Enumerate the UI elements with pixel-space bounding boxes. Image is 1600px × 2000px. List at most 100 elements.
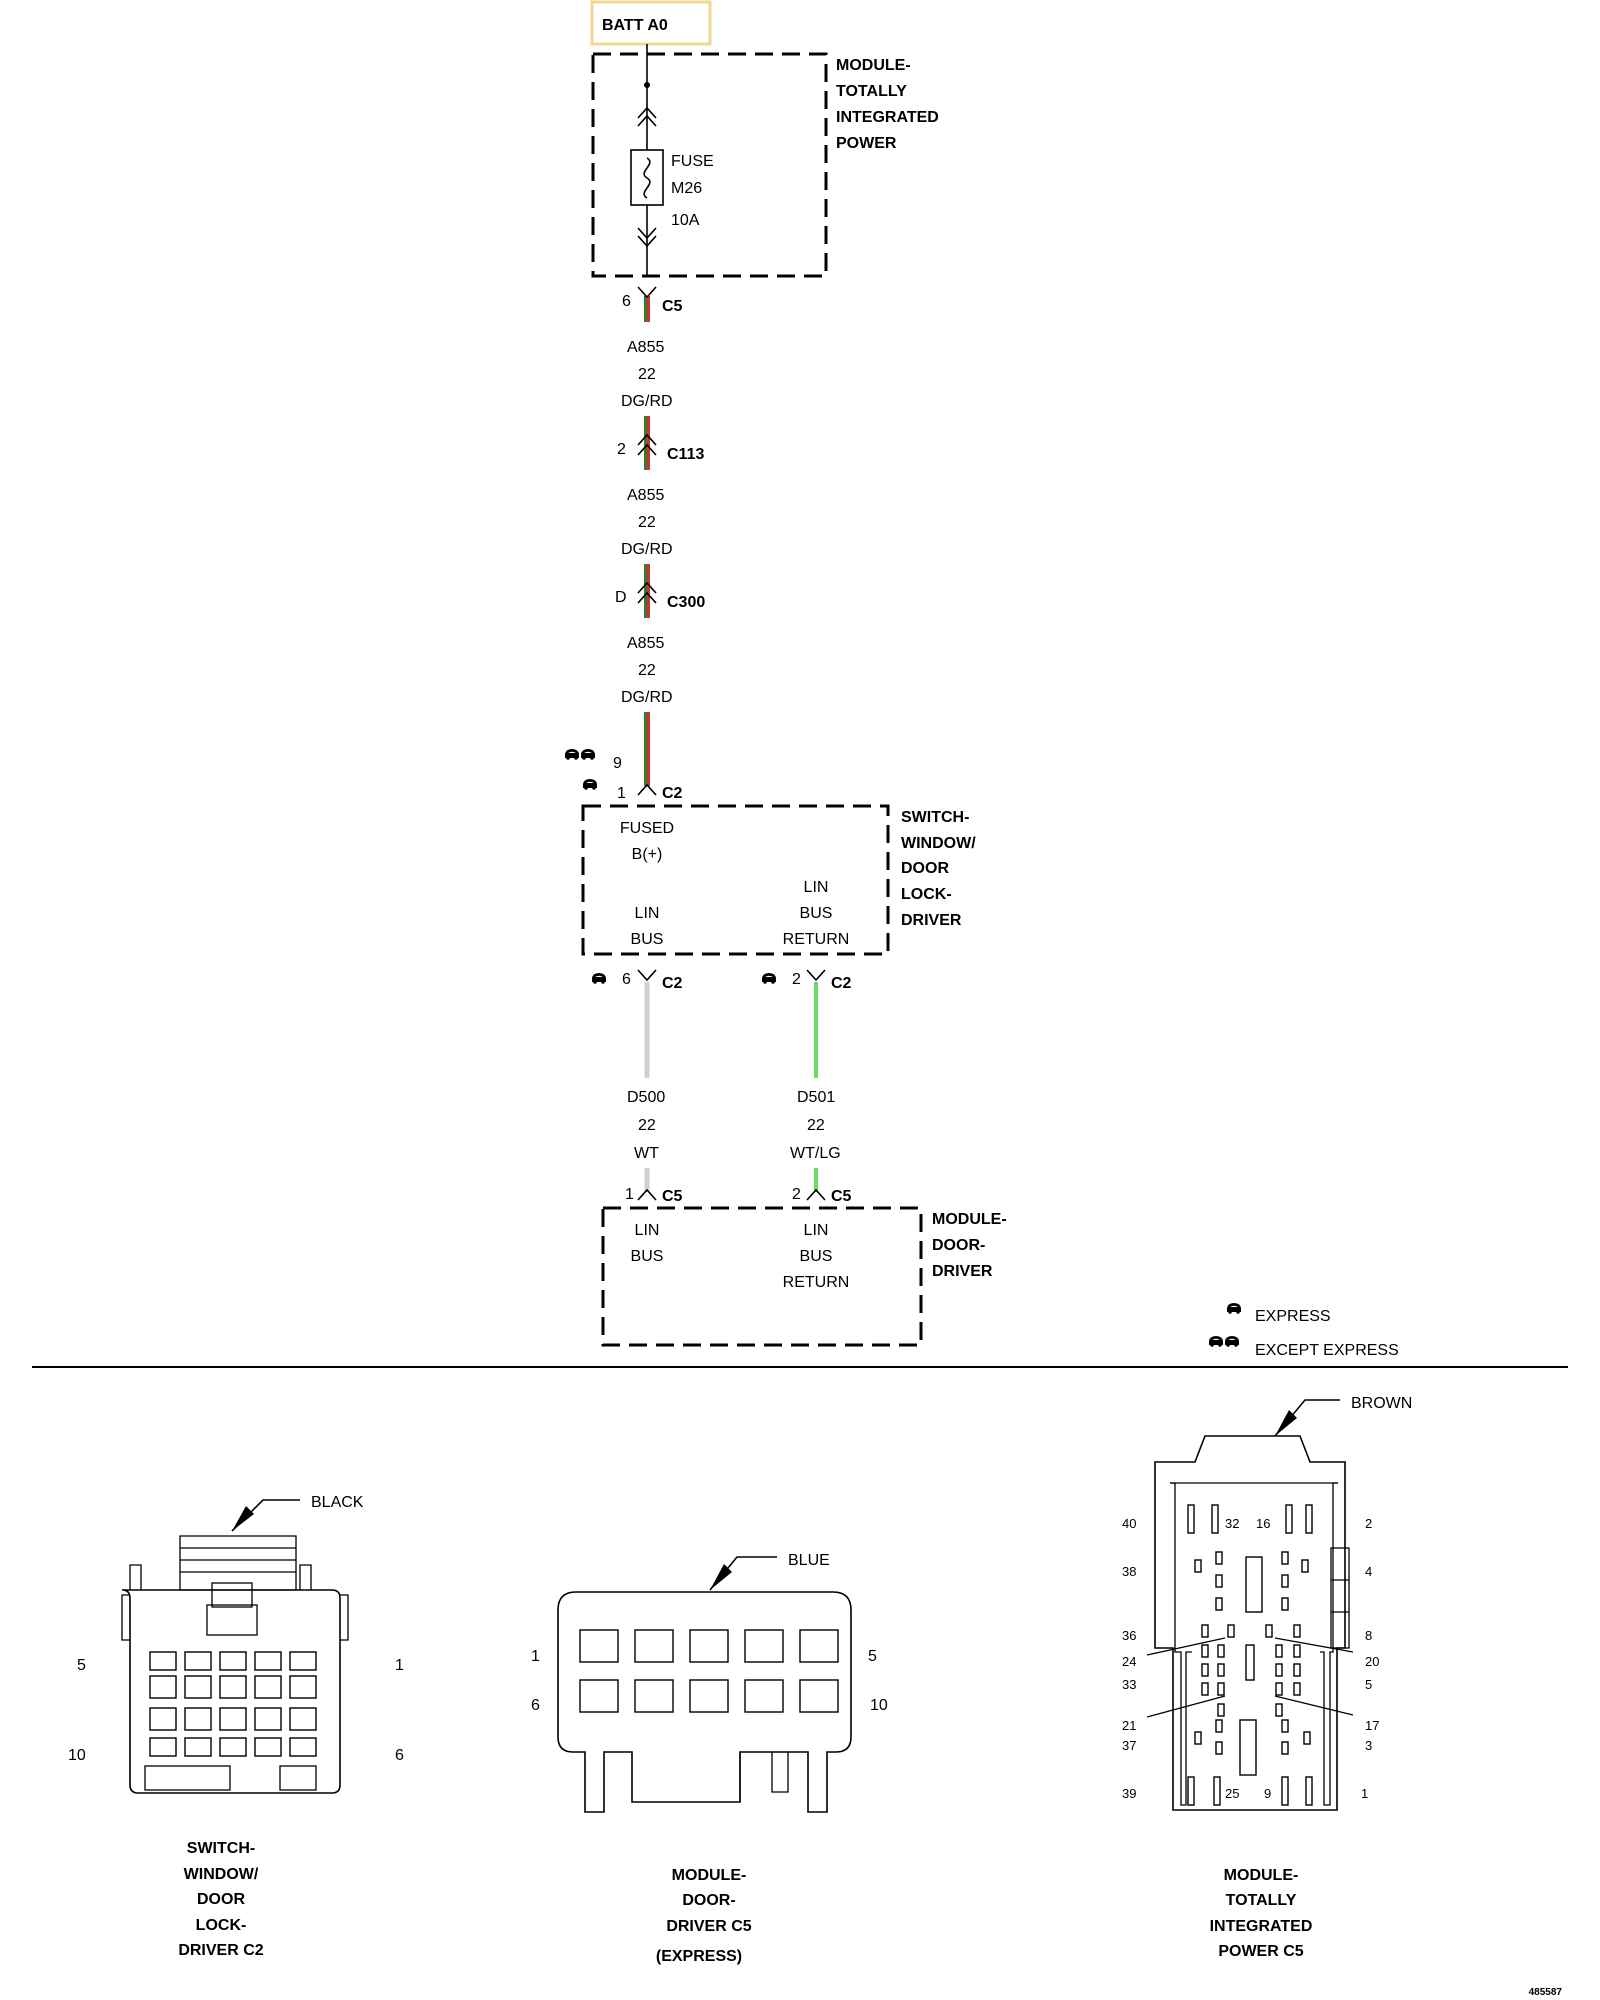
car-icon	[583, 779, 597, 790]
pin-label: 32	[1225, 1516, 1239, 1531]
lin-bus-return-label: RETURN	[783, 1274, 850, 1291]
pin-label-express: 1	[617, 785, 626, 802]
door-module: MODULE- DOOR- DRIVER LIN BUS LIN BUS RET…	[601, 1206, 1007, 1347]
fused-label: B(+)	[632, 846, 663, 863]
wire-circuit: D500	[627, 1089, 665, 1106]
door-module-title-1: MODULE-	[932, 1211, 1007, 1228]
connector-view-title: TOTALLY	[1226, 1892, 1297, 1909]
pin-label: 9	[1264, 1786, 1271, 1801]
switch-title-3: DOOR	[901, 860, 949, 877]
legend: EXPRESS EXCEPT EXPRESS	[1209, 1303, 1399, 1359]
pin-label: 38	[1122, 1564, 1136, 1579]
double-car-icon	[565, 749, 579, 760]
wire-gauge: 22	[638, 662, 656, 679]
tipm-title-4: POWER	[836, 135, 897, 152]
wire-circuit: D501	[797, 1089, 835, 1106]
pin-label: 6	[395, 1747, 404, 1764]
wire-d501: D501 22 WT/LG	[790, 982, 841, 1192]
pin-label: 2	[1365, 1516, 1372, 1531]
connector-color-label: BROWN	[1351, 1395, 1412, 1412]
pin-label: 16	[1256, 1516, 1270, 1531]
lin-bus-label: BUS	[631, 1248, 664, 1265]
tipm-boundary	[591, 52, 828, 278]
pin-label: 20	[1365, 1654, 1379, 1669]
pin-label: 3	[1365, 1738, 1372, 1753]
pin-label: 37	[1122, 1738, 1136, 1753]
pin-leader-line	[1274, 1695, 1354, 1716]
connector-name: C5	[662, 298, 683, 315]
pin-label: 33	[1122, 1677, 1136, 1692]
pin-label: 25	[1225, 1786, 1239, 1801]
pin-label: 39	[1122, 1786, 1136, 1801]
connector-view-door-c5: BLUE 1 5 6 10 MODULE- DOOR- DRIVER C5 (E…	[531, 1552, 888, 1965]
connector-color-label: BLACK	[311, 1494, 364, 1511]
switch-title-2: WINDOW/	[901, 835, 976, 852]
car-icon	[592, 973, 606, 984]
pin-label: 6	[622, 293, 631, 310]
connector-c5-door-left: 1 C5	[625, 1186, 683, 1205]
arrow-icon	[710, 1564, 732, 1590]
pin-label-except-express: 9	[613, 755, 622, 772]
fuse-label: FUSE	[671, 153, 714, 170]
arrow-icon	[1275, 1410, 1297, 1436]
car-icon	[1227, 1303, 1241, 1314]
connector-c2-switch-input: 9 1 C2	[565, 749, 683, 802]
double-car-icon	[581, 749, 595, 760]
connector-view-title: WINDOW/	[184, 1866, 259, 1883]
pin-label: 5	[1365, 1677, 1372, 1692]
pin-label: 6	[531, 1697, 540, 1714]
source-label: BATT A0	[602, 17, 668, 34]
connector-view-title: INTEGRATED	[1210, 1918, 1313, 1935]
lin-bus-return-label: RETURN	[783, 931, 850, 948]
connector-name: C5	[831, 1188, 852, 1205]
connector-c300: D C300	[615, 581, 705, 611]
lin-bus-label: LIN	[635, 905, 660, 922]
connector-view-title: MODULE-	[1224, 1867, 1299, 1884]
wire-circuit: A855	[627, 339, 664, 356]
connector-name: C2	[662, 975, 683, 992]
tipm-title-2: TOTALLY	[836, 83, 907, 100]
pin-label: 1	[531, 1648, 540, 1665]
legend-except-express: EXCEPT EXPRESS	[1255, 1342, 1399, 1359]
wire-gauge: 22	[807, 1117, 825, 1134]
wire-gauge: 22	[638, 1117, 656, 1134]
connector-view-title: DOOR-	[682, 1892, 735, 1909]
wire-circuit: A855	[627, 487, 664, 504]
pin-leader-line	[1274, 1637, 1354, 1653]
wire-d500: D500 22 WT	[627, 982, 665, 1192]
connector-c113: 2 C113	[617, 433, 704, 463]
connector-c5-tipm: 6 C5	[622, 286, 683, 315]
pin-label: 2	[617, 441, 626, 458]
connector-color-label: BLUE	[788, 1552, 830, 1569]
switch-title-4: LOCK-	[901, 886, 952, 903]
pin-label: 10	[870, 1697, 888, 1714]
double-car-icon	[1209, 1336, 1223, 1347]
connector-c2-switch-output-left: 6 C2	[592, 969, 683, 992]
connector-view-title: DRIVER C5	[666, 1918, 751, 1935]
wire-circuit: A855	[627, 635, 664, 652]
pin-label: 24	[1122, 1654, 1136, 1669]
connector-view-title: DOOR	[197, 1891, 245, 1908]
pin-label: 10	[68, 1747, 86, 1764]
connector-view-switch-c2: BLACK 5 1 10 6 SWITCH- WINDOW/ DOOR LOCK…	[68, 1494, 404, 1959]
pin-label: 1	[625, 1186, 634, 1203]
pin-label: 1	[395, 1657, 404, 1674]
wire-color: WT/LG	[790, 1145, 841, 1162]
cavity-grid	[579, 1629, 839, 1713]
tipm-module: MODULE- TOTALLY INTEGRATED POWER FUSE M2…	[591, 44, 939, 278]
door-module-title-3: DRIVER	[932, 1263, 993, 1280]
switch-title-5: DRIVER	[901, 912, 962, 929]
connector-chevron	[637, 227, 657, 248]
car-icon	[762, 973, 776, 984]
wire-color: DG/RD	[621, 541, 673, 558]
pin-label: 1	[1361, 1786, 1368, 1801]
connector-view-title: LOCK-	[196, 1917, 247, 1934]
wire-gauge: 22	[638, 514, 656, 531]
pin-label: 4	[1365, 1564, 1372, 1579]
door-module-boundary	[601, 1206, 923, 1347]
connector-c5-door-right: 2 C5	[792, 1186, 852, 1205]
connector-name: C2	[662, 785, 683, 802]
pin-label: 2	[792, 1186, 801, 1203]
splice-dot	[644, 82, 650, 88]
